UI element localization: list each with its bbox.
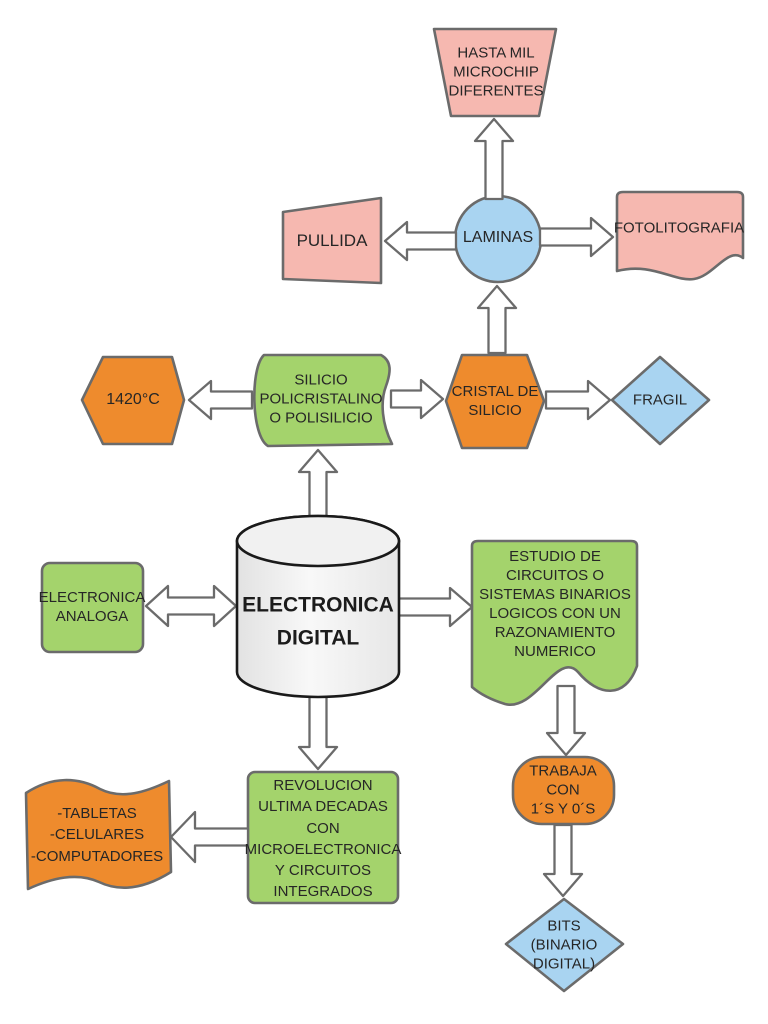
revolucion-label: REVOLUCION ULTIMA DECADAS CON MICROELECT… <box>244 777 402 901</box>
arrow-digital-analoga-double <box>144 584 238 628</box>
pullida-shape <box>281 196 383 285</box>
fragil-label: FRAGIL <box>632 391 688 409</box>
temperatura-shape <box>80 355 186 446</box>
arrow-laminas-to-fotolitografia <box>538 216 615 258</box>
electronica-digital-label: ELECTRONICA DIGITAL <box>242 593 394 649</box>
electronica-digital-lid <box>235 514 401 568</box>
dispositivos-label: -TABLETAS -CELULARES -COMPUTADORES <box>30 805 164 865</box>
bits-shape <box>504 897 625 993</box>
electronica-analoga-label: ELECTRONICA ANALOGA <box>38 588 146 625</box>
cristal-silicio-shape <box>444 353 546 450</box>
silicio-policristalino-label: SILICIO POLICRISTALINO O POLISILICIO <box>259 371 383 427</box>
arrow-estudio-to-trabaja <box>545 684 587 757</box>
trabaja-label: TRABAJA CON 1´S Y 0´S <box>529 762 597 818</box>
arrow-cristal-to-laminas <box>476 284 518 355</box>
estudio-label: ESTUDIO DE CIRCUITOS O SISTEMAS BINARIOS… <box>479 547 631 661</box>
dispositivos-shape <box>24 778 173 891</box>
hasta-mil-shape <box>432 27 558 118</box>
cristal-silicio-label: CRISTAL DE SILICIO <box>451 382 539 419</box>
fotolitografia-label: FOTOLITOGRAFIA <box>613 219 745 237</box>
laminas-label: LAMINAS <box>462 228 534 246</box>
estudio-shape <box>470 539 639 706</box>
electronica-analoga-shape <box>40 561 145 654</box>
arrow-laminas-to-pullida <box>383 220 458 262</box>
temperatura-label: 1420°C <box>106 390 160 408</box>
fotolitografia-shape <box>615 190 745 281</box>
fragil-shape <box>610 355 711 446</box>
pullida-label: PULLIDA <box>296 231 368 251</box>
arrow-silicio-to-temperatura <box>187 379 254 421</box>
bits-label: BITS (BINARIO DIGITAL) <box>530 917 598 973</box>
silicio-policristalino-shape <box>253 353 394 448</box>
arrow-cristal-to-fragil <box>544 379 612 421</box>
arrow-silicio-to-cristal <box>389 378 445 420</box>
arrow-laminas-to-hasta-mil <box>473 117 515 201</box>
arrow-digital-to-revolucion <box>297 694 339 771</box>
hasta-mil-label: HASTA MIL MICROCHIP DIFERENTES <box>448 44 544 100</box>
arrow-trabaja-to-bits <box>542 823 584 898</box>
arrow-revolucion-to-dispositivos <box>169 810 250 864</box>
arrow-digital-to-estudio <box>395 586 474 628</box>
